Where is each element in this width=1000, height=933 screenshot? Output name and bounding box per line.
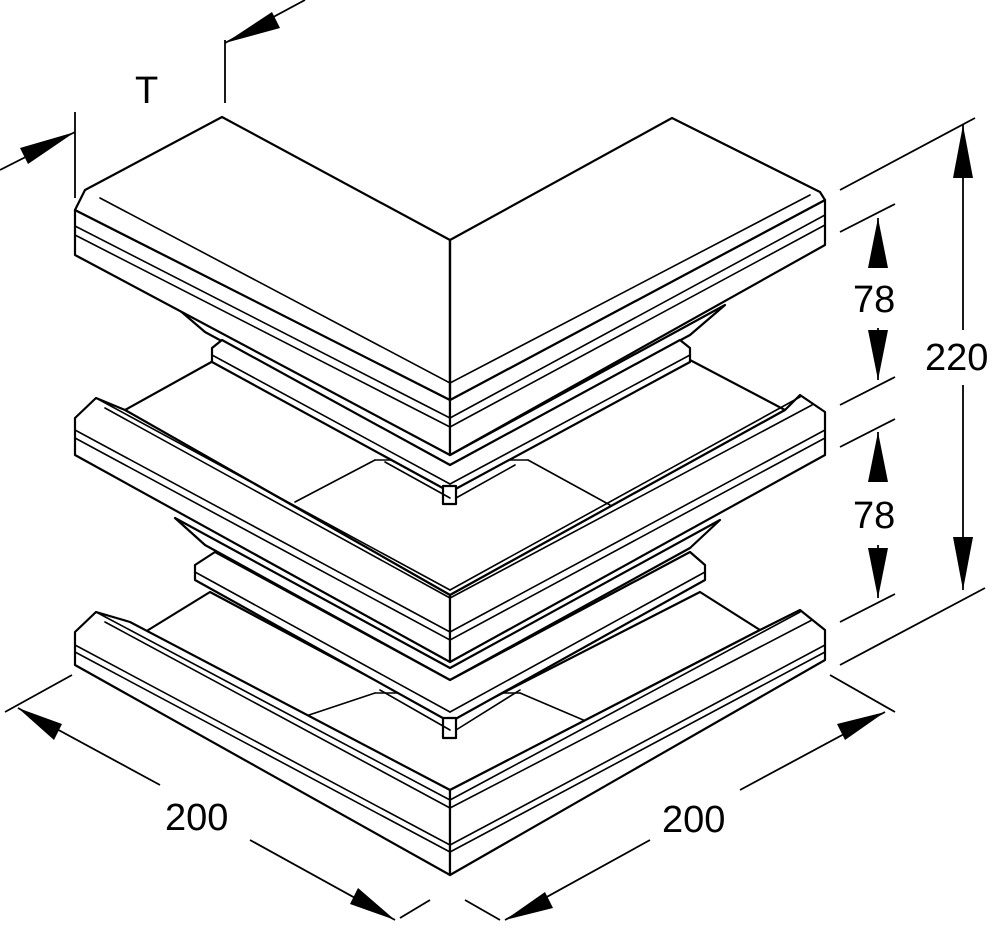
- dim-label-t: T: [135, 70, 158, 112]
- dim-thickness: T: [0, 0, 306, 198]
- dim-heights: 78 78 220: [839, 117, 988, 666]
- dim-label-height-total: 220: [925, 337, 988, 379]
- middle-tray: [73, 358, 827, 664]
- lower-tray: [73, 590, 827, 877]
- dim-widths: 200 200: [4, 674, 896, 921]
- top-cover: [73, 115, 827, 457]
- dim-label-height-lower: 78: [853, 495, 895, 537]
- dim-label-width-left: 200: [165, 797, 228, 839]
- lower-connector: [173, 516, 722, 740]
- dim-label-height-upper: 78: [853, 279, 895, 321]
- dim-label-width-right: 200: [662, 799, 725, 841]
